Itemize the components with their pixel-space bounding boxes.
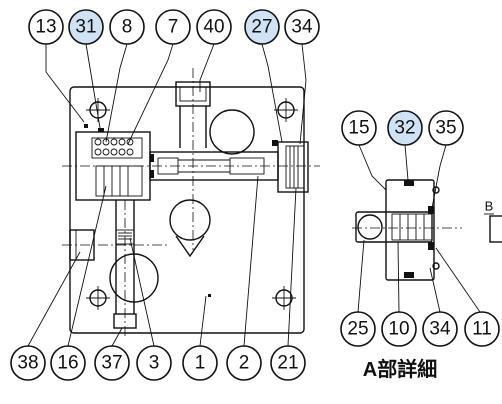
callout-label: 3	[149, 353, 160, 374]
callout-label: 2	[239, 353, 250, 374]
mounting-holes	[86, 98, 298, 310]
callout-circle	[94, 345, 130, 381]
callouts-detail: 15 32 35 25 10 34 11	[340, 110, 500, 347]
callout-circle	[340, 311, 376, 347]
callout-circle	[428, 110, 464, 146]
detail-view: B	[352, 144, 502, 313]
callout-label: 34	[291, 17, 313, 38]
callout-circle	[109, 9, 145, 45]
callout-circle	[10, 345, 46, 381]
callout-40: 40	[196, 9, 232, 45]
callout-circle	[136, 345, 172, 381]
callout-circle	[270, 345, 306, 381]
callout-circle-highlighted	[68, 9, 104, 45]
callout-label: 13	[35, 17, 56, 38]
port-bore-center	[169, 199, 211, 241]
callout-10: 10	[381, 311, 417, 347]
callout-circle	[182, 345, 218, 381]
detail-pin	[355, 211, 433, 243]
callout-label: 31	[75, 17, 96, 38]
callout-label: 27	[251, 17, 272, 38]
callout-label: 15	[348, 118, 369, 139]
spring-cavity	[75, 131, 151, 201]
callout-label: 8	[122, 17, 133, 38]
callout-1: 1	[182, 345, 218, 381]
callout-7: 7	[155, 9, 191, 45]
callout-2: 2	[226, 345, 262, 381]
callout-label: 7	[168, 17, 179, 38]
callout-circle	[464, 311, 500, 347]
callout-label: 32	[394, 118, 415, 139]
callout-21: 21	[270, 345, 306, 381]
callout-label: 16	[57, 353, 78, 374]
callout-34-detail: 34	[422, 311, 458, 347]
callout-label: 10	[388, 319, 409, 340]
callout-label: 35	[435, 118, 456, 139]
callout-8: 8	[109, 9, 145, 45]
callout-15: 15	[341, 110, 377, 146]
leaders-top	[45, 43, 307, 145]
side-b-label: B	[485, 199, 494, 214]
callout-16: 16	[50, 345, 86, 381]
leaders-bottom	[27, 175, 297, 347]
callout-13: 13	[28, 9, 64, 45]
callout-circle	[196, 9, 232, 45]
main-view	[27, 43, 320, 347]
port-bore-large-top	[209, 109, 255, 155]
callout-label: 11	[472, 319, 492, 340]
callout-circle	[226, 345, 262, 381]
callout-circle-highlighted	[244, 9, 280, 45]
callouts-top: 13 31 8 7 40 27 34	[28, 9, 320, 45]
side-b-box	[489, 215, 502, 243]
callout-circle	[284, 9, 320, 45]
detail-title: A部詳細	[363, 357, 437, 381]
callout-label: 40	[203, 17, 224, 38]
callout-38: 38	[10, 345, 46, 381]
callout-31: 31	[68, 9, 104, 45]
callout-label: 38	[17, 353, 38, 374]
callout-label: 25	[347, 319, 368, 340]
callout-37: 37	[94, 345, 130, 381]
callout-label: 21	[277, 353, 298, 374]
callout-label: 1	[195, 353, 206, 374]
callout-circle	[155, 9, 191, 45]
callout-35: 35	[428, 110, 464, 146]
callout-11: 11	[464, 311, 500, 347]
callout-label: 34	[429, 319, 451, 340]
callout-circle	[28, 9, 64, 45]
callout-circle	[422, 311, 458, 347]
callout-32: 32	[387, 110, 423, 146]
callout-circle-highlighted	[387, 110, 423, 146]
callout-25: 25	[340, 311, 376, 347]
callout-3: 3	[136, 345, 172, 381]
callout-34: 34	[284, 9, 320, 45]
leaders-detail	[357, 144, 481, 313]
callout-27: 27	[244, 9, 280, 45]
callout-label: 37	[101, 353, 122, 374]
detail-body	[385, 179, 435, 281]
callouts-bottom: 38 16 37 3 1 2 21	[10, 345, 306, 381]
callout-circle	[341, 110, 377, 146]
spring-coils	[94, 138, 134, 156]
callout-circle	[381, 311, 417, 347]
callout-circle	[50, 345, 86, 381]
